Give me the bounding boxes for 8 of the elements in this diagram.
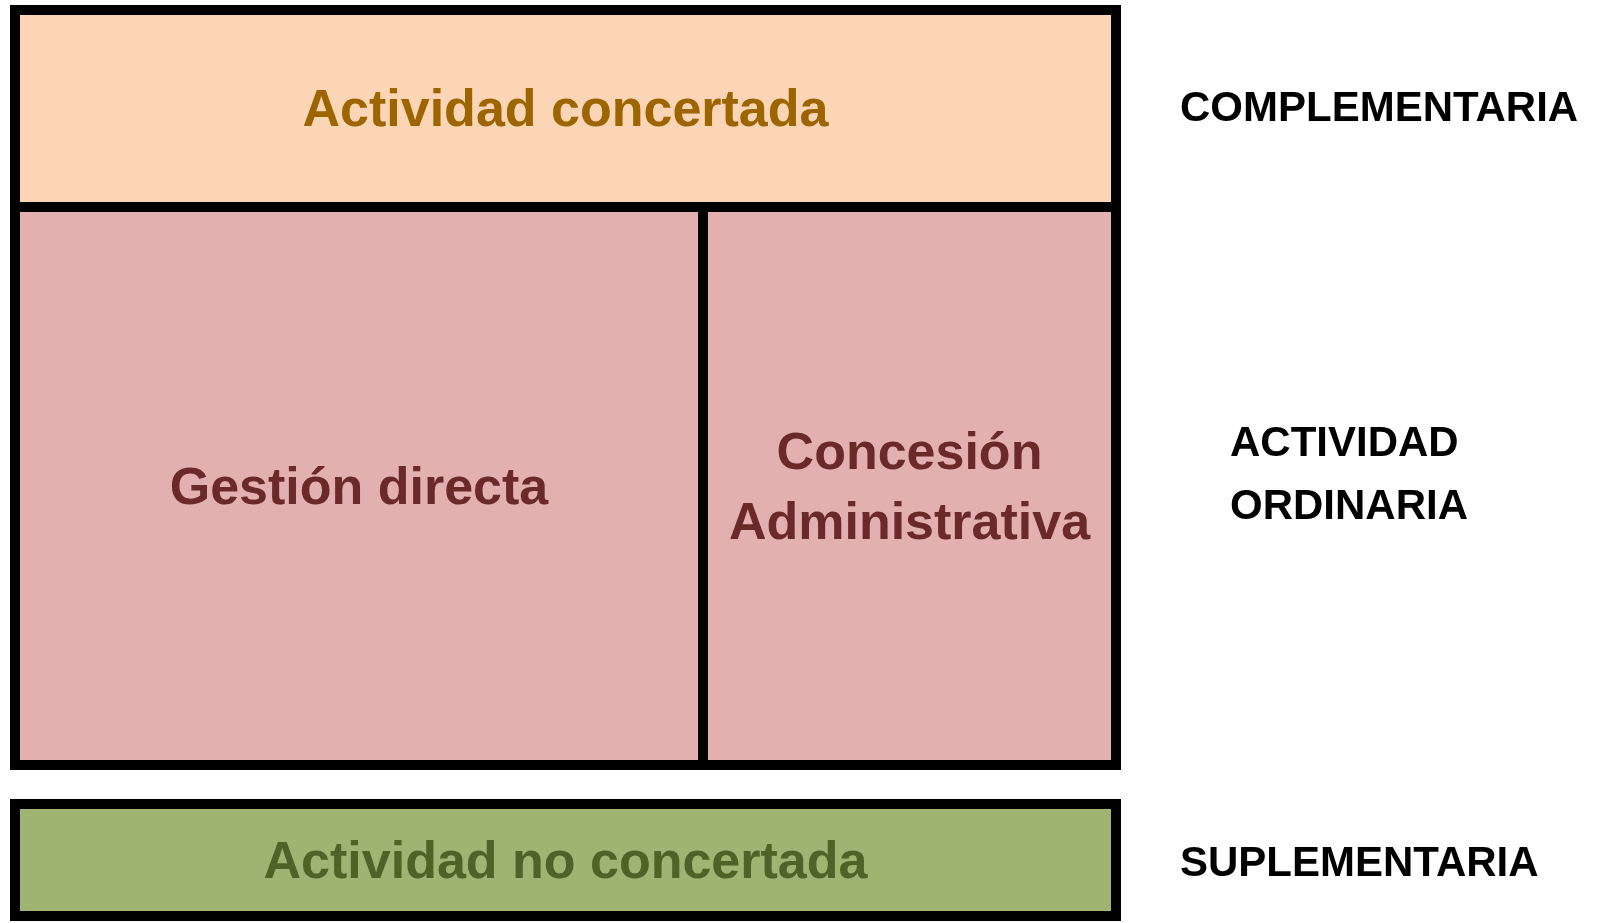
category-block [10,799,1121,921]
block-title: Concesión Administrativa [727,420,1092,552]
side-label: SUPLEMENTARIA [1180,837,1540,887]
block-title: Actividad no concertada [263,829,868,891]
side-label: ACTIVIDAD ORDINARIA [1230,417,1469,530]
block-title: Actividad concertada [302,78,829,140]
side-label: COMPLEMENTARIA [1180,82,1580,132]
block-title: Gestión directa [169,455,549,517]
